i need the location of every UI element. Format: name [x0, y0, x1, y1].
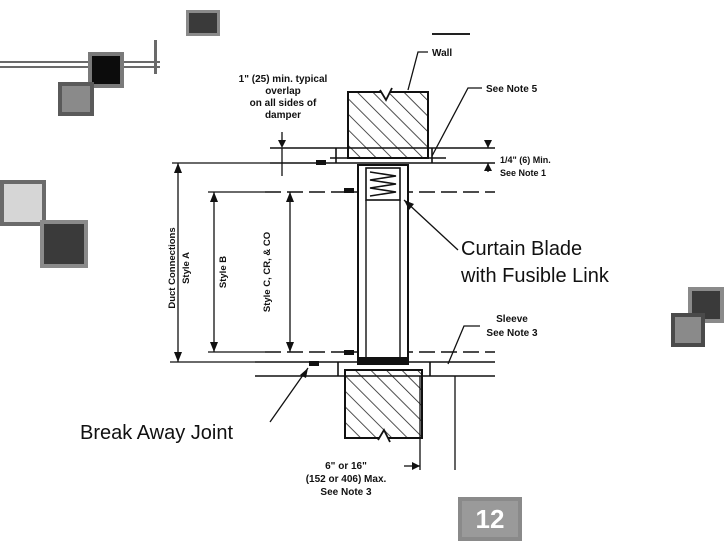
callout-curtain-blade-line2: with Fusible Link: [461, 265, 609, 287]
fusible-link-spring: [369, 171, 397, 197]
page-number-badge: 12: [458, 497, 522, 541]
label-note5: See Note 5: [486, 84, 538, 95]
dimension-arrows-right: [412, 140, 492, 470]
decor-square-top: [186, 10, 220, 36]
label-style-a: Duct Connections: [167, 227, 178, 308]
label-style-a-2: Style A: [181, 252, 192, 284]
dimension-lines-left: [170, 132, 291, 363]
label-style-b: Style B: [218, 256, 229, 288]
decor-square-gray: [58, 82, 94, 116]
label-overlap-3: on all sides of: [250, 98, 317, 109]
callout-break-away-joint: Break Away Joint: [80, 422, 234, 444]
label-min-gap: 1/4" (6) Min.: [500, 155, 551, 165]
label-overlap-2: overlap: [265, 86, 301, 97]
label-wall: Wall: [432, 48, 452, 59]
decor-square-gray-right: [671, 313, 705, 347]
label-max-ext-1: 6" or 16": [325, 461, 367, 472]
decor-square-black: [88, 52, 124, 88]
wall-break-upper: [379, 87, 393, 102]
label-overlap-4: damper: [265, 110, 301, 121]
decor-square-dark-right: [688, 287, 724, 323]
leader-arrowheads: [300, 200, 414, 378]
wall-lower: [344, 369, 423, 439]
label-sleeve-note: See Note 3: [486, 328, 538, 339]
joint-markers: [309, 160, 354, 366]
decor-short-line: [432, 33, 470, 35]
wall-break-lower: [377, 428, 391, 443]
label-max-ext-3: See Note 3: [320, 487, 372, 498]
decor-square-dark-left: [40, 220, 88, 268]
leader-lines: [269, 51, 482, 423]
damper-body: [357, 164, 409, 365]
label-sleeve: Sleeve: [496, 314, 528, 325]
decor-square-light: [0, 180, 46, 226]
label-max-ext-2: (152 or 406) Max.: [306, 474, 387, 485]
callout-curtain-blade-line1: Curtain Blade: [461, 238, 583, 260]
dimension-arrows-left: [174, 140, 294, 362]
sleeve-upper: [270, 147, 495, 164]
wall-upper: [347, 91, 429, 159]
label-style-c: Style C, CR, & CO: [262, 232, 273, 312]
label-overlap-1: 1" (25) min. typical: [239, 74, 328, 85]
label-min-gap-note: See Note 1: [500, 168, 546, 178]
decor-bar-tick: [154, 40, 157, 74]
decor-bar-line: [0, 61, 160, 68]
callout-curtain-blade: Curtain Blade with Fusible Link: [461, 236, 609, 290]
